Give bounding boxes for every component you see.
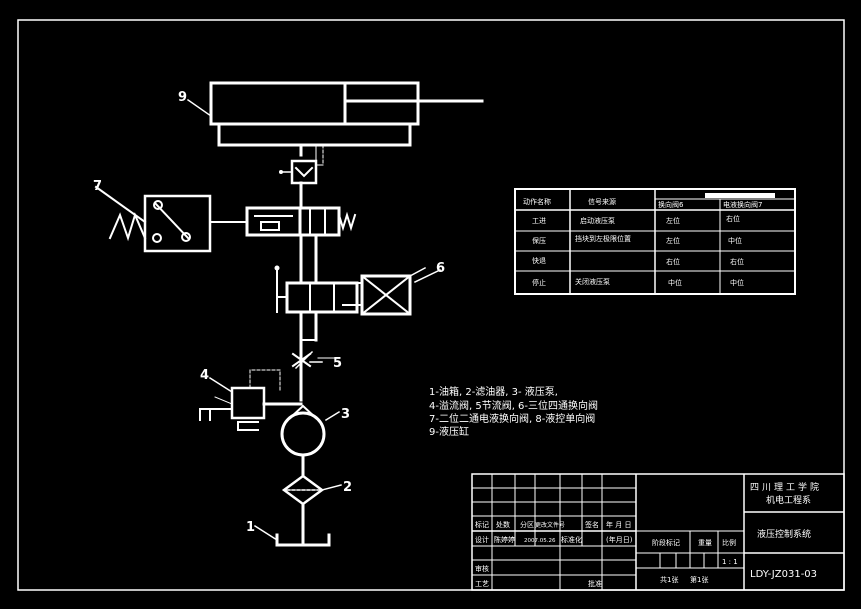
table-cell: 左位 xyxy=(666,216,680,225)
action-table: 动作名称 信号来源 换向阀6 电液换向阀7 工进 启动液压泵 左位 右位 保压 … xyxy=(514,188,796,295)
table-cell: 启动液压泵 xyxy=(580,216,615,225)
designer-name: 陈婷婷 xyxy=(494,535,515,544)
title-label-zone: 分区 xyxy=(520,520,534,529)
callout-7: 7 xyxy=(93,179,102,194)
department-name: 机电工程系 xyxy=(766,494,811,506)
title-label-approve: 批准 xyxy=(588,579,602,588)
drawing-number: LDY-JZ031-03 xyxy=(750,569,817,580)
callout-3: 3 xyxy=(341,407,350,422)
table-cell: 停止 xyxy=(532,278,546,287)
legend-line: 9-液压缸 xyxy=(429,425,469,438)
table-header: 换向阀6 xyxy=(658,200,684,209)
pilot-check-valve xyxy=(279,144,324,185)
table-header: 动作名称 xyxy=(523,197,551,206)
component-legend: 1-油箱, 2-滤油器, 3- 液压泵, 4-溢流阀, 5节流阀, 6-三位四通… xyxy=(429,385,598,438)
table-cell: 挡块到左极限位置 xyxy=(575,234,631,243)
table-cell: 右位 xyxy=(730,257,744,266)
table-cell: 左位 xyxy=(666,236,680,245)
valve-actuator-7 xyxy=(94,185,212,253)
scale-value: 1 : 1 xyxy=(722,558,738,566)
title-label-mark: 标记 xyxy=(475,520,489,529)
title-label-review: 审核 xyxy=(475,564,489,573)
title-label-ymd: 年 月 日 xyxy=(606,520,631,529)
sheet-count: 共1张 xyxy=(660,575,678,584)
table-header: 电液换向阀7 xyxy=(723,200,762,209)
title-label-stage-mark: 阶段标记 xyxy=(652,538,680,547)
callout-6: 6 xyxy=(436,261,445,276)
directional-valve-6 xyxy=(274,265,427,316)
table-cell: 中位 xyxy=(728,236,742,245)
sheet-number: 第1张 xyxy=(690,575,708,584)
table-cell: 中位 xyxy=(668,278,682,287)
table-header: 信号来源 xyxy=(588,197,616,206)
callout-9: 9 xyxy=(178,90,187,105)
callout-5: 5 xyxy=(333,356,342,371)
table-cell: 关闭液压泵 xyxy=(575,277,610,286)
title-label-standard: 标准化 xyxy=(561,535,582,544)
legend-line: 7-二位二通电液换向阀, 8-液控单向阀 xyxy=(429,412,595,425)
callout-numbers: 1 2 3 4 5 6 7 9 xyxy=(93,90,445,535)
legend-line: 1-油箱, 2-滤油器, 3- 液压泵, xyxy=(429,385,558,398)
hydraulic-cylinder xyxy=(209,81,484,147)
title-label-design: 设计 xyxy=(475,535,489,544)
design-date: 2007.05.26 xyxy=(524,538,556,544)
throttle-valve xyxy=(291,350,335,370)
solenoid-valve-7 xyxy=(209,206,357,237)
table-cell: 快退 xyxy=(532,256,546,265)
school-name: 四川理工学院 xyxy=(750,481,822,493)
title-label-process: 工艺 xyxy=(475,580,489,588)
title-block: 标记 处数 分区 更改文件号 签名 年 月 日 设计 陈婷婷 2007.05.2… xyxy=(471,473,845,591)
title-label-sign: 签名 xyxy=(585,520,599,529)
title-label-change-doc: 更改文件号 xyxy=(535,521,565,529)
hydraulic-circuit xyxy=(94,81,484,547)
drawing-title: 液压控制系统 xyxy=(757,528,811,540)
table-cell: 中位 xyxy=(730,278,744,287)
title-label-ymd2: (年月日) xyxy=(606,535,633,544)
callout-4: 4 xyxy=(200,368,209,383)
title-label-count: 处数 xyxy=(496,520,510,529)
relief-valve xyxy=(199,369,303,431)
title-label-weight: 重量 xyxy=(698,539,712,547)
title-label-scale: 比例 xyxy=(722,538,736,547)
table-cell: 右位 xyxy=(726,214,740,223)
callout-2: 2 xyxy=(343,480,352,495)
legend-line: 4-溢流阀, 5节流阀, 6-三位四通换向阀 xyxy=(429,399,598,412)
table-cell: 保压 xyxy=(532,236,546,245)
callout-1: 1 xyxy=(246,520,255,535)
drawing-frame xyxy=(17,19,845,591)
table-cell: 右位 xyxy=(666,257,680,266)
table-cell: 工进 xyxy=(532,217,546,225)
